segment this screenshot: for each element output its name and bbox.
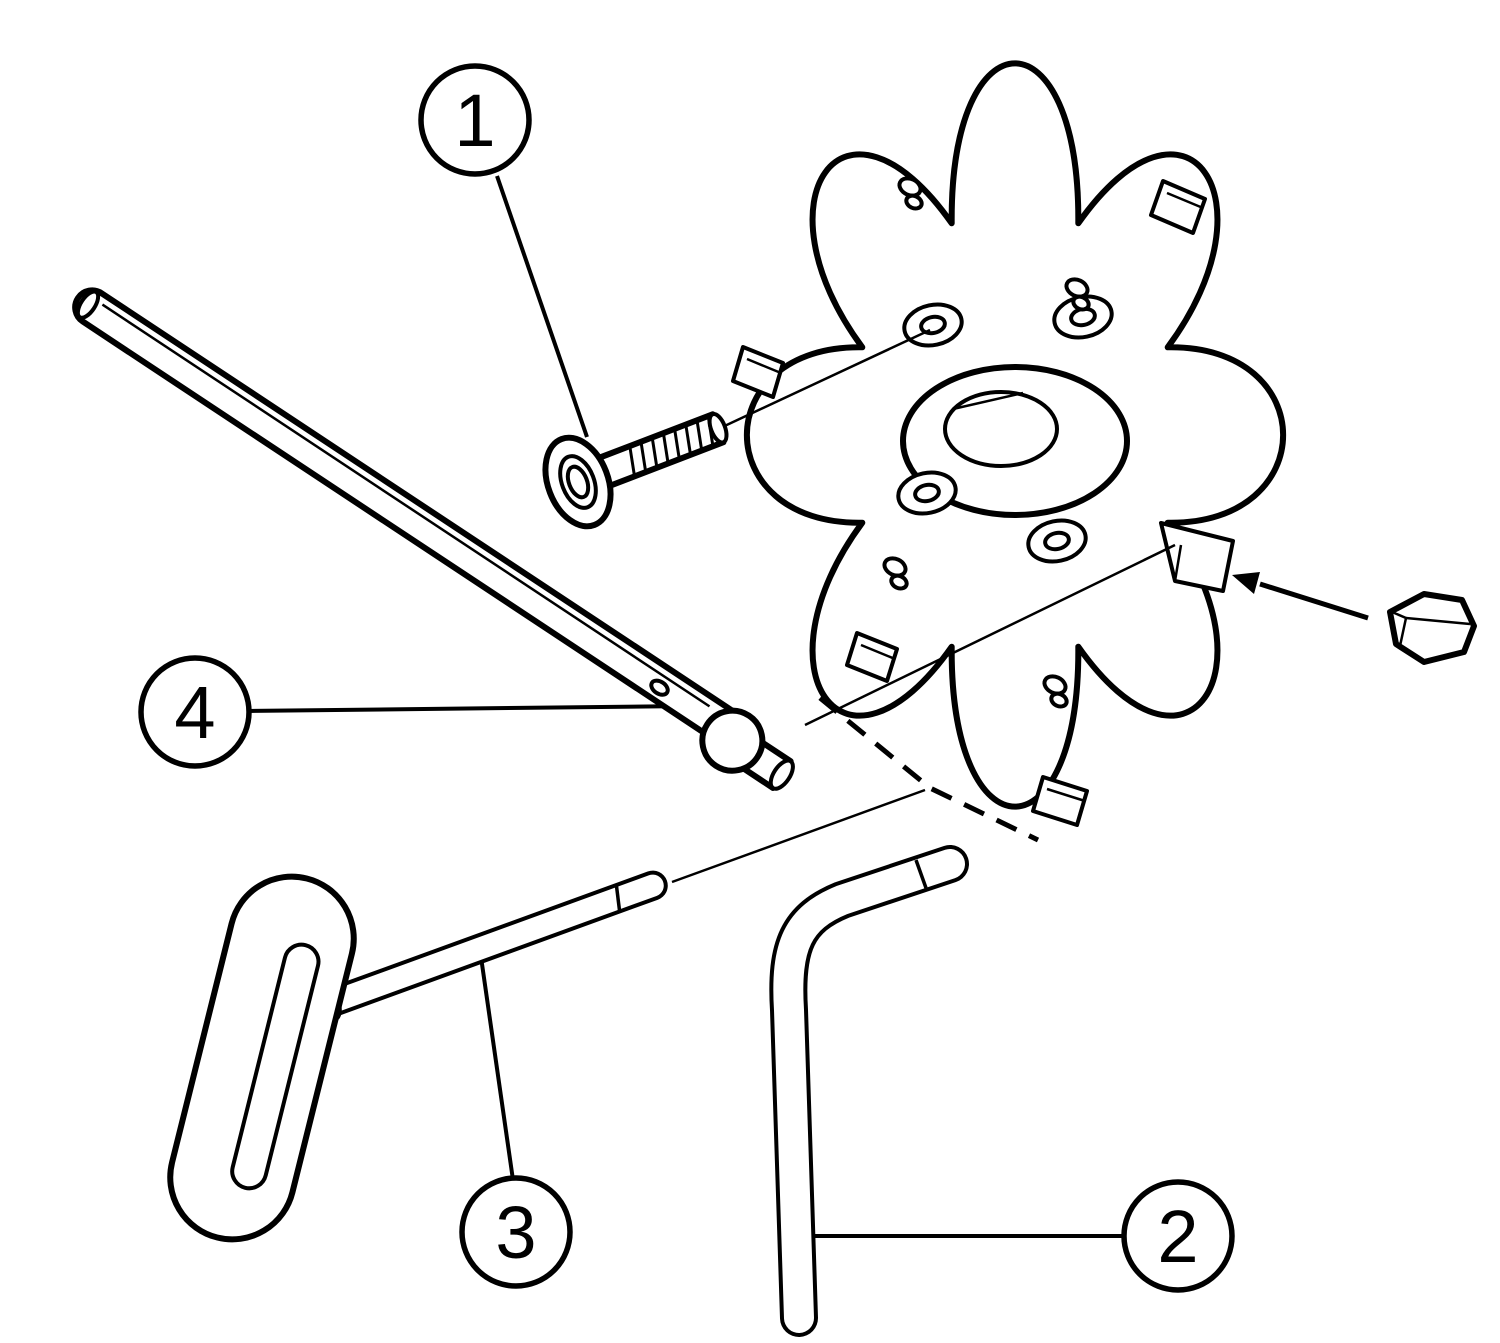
clamp-screw-detail [1042,674,1069,709]
cutter-center-bore [943,390,1059,468]
wrench-head [699,707,766,774]
screw-shank [590,411,727,492]
wrench-axis-line [804,543,1176,727]
spanner-bar-wrench [72,287,795,791]
callout-1-leader [495,175,589,438]
l-shaped-hex-key [769,845,969,1337]
countersunk-insert-screw [542,411,729,530]
loose-cutting-insert [1387,591,1477,665]
mounted-insert [845,631,899,683]
wrench-head-pin-face [768,758,795,791]
t-handle-hex-key [167,870,668,1243]
t-handle-grip [167,873,357,1243]
hexkey-axis-line [671,788,926,884]
mounting-hole [896,470,958,516]
callout-2: 2 [1121,1179,1235,1293]
wrench-bar-end-face [75,289,101,320]
wrench-bar-edge-line [101,303,711,708]
empty-insert-pocket [1159,521,1235,593]
mounted-insert [731,345,785,399]
callout-1-number: 1 [454,79,495,162]
mounting-hole [1026,518,1088,564]
screw-socket-hex [565,464,591,500]
callout-3-number: 3 [495,1191,536,1274]
callout-4-number: 4 [174,671,215,754]
screw-axis-line [715,328,931,432]
clamp-screw-detail [1064,277,1091,312]
mounted-insert [1031,775,1089,827]
callout-3: 3 [459,1175,573,1289]
clamp-screw-detail [882,556,909,591]
callout-2-number: 2 [1157,1195,1198,1278]
insert-direction-arrow [1232,572,1369,621]
clamp-screw-detail [897,176,924,211]
hidden-assembly-line [818,696,1040,843]
callout-4-leader [247,704,691,713]
callout-4: 4 [138,655,252,769]
callout-3-circle [459,1175,573,1289]
hex-key-tip-facet [914,859,928,889]
screw-tip-face [707,412,729,445]
callout-4-circle [138,655,252,769]
callout-1: 1 [418,63,532,177]
grip-slot [230,942,321,1191]
callout-1-circle [418,63,532,177]
callout-3-leader [478,949,515,1181]
callout-2-circle [1121,1179,1235,1293]
mounted-insert [1149,179,1207,235]
wrench-bar-hole [649,678,670,697]
milling-cutter-body-drawing [731,60,1286,827]
bore-keyway-flat [952,391,1024,411]
